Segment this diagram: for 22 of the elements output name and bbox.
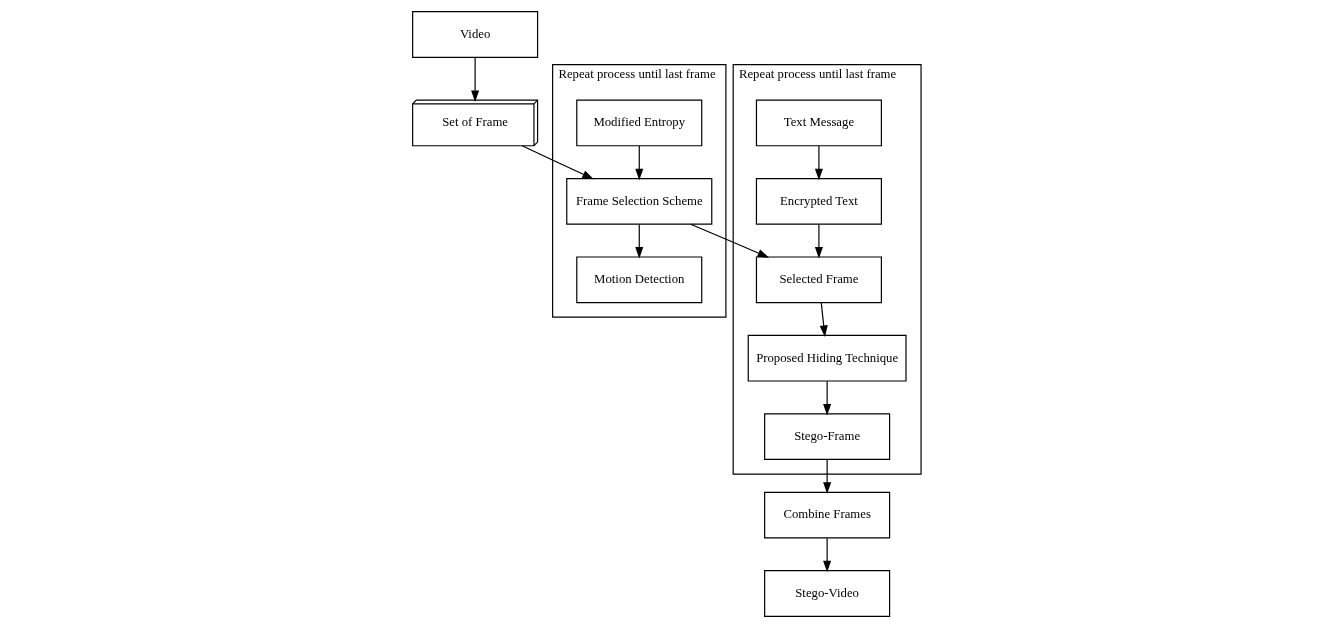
- node-box: Proposed Hiding Technique: [747, 334, 907, 382]
- node-box: Stego-Video: [763, 570, 890, 617]
- node-box: Text Message: [755, 99, 882, 147]
- node-box: Video: [411, 11, 538, 58]
- arrow: [634, 145, 643, 181]
- arrow: [822, 459, 831, 494]
- arrow: [470, 57, 479, 102]
- node-box: Selected Frame: [755, 256, 882, 304]
- node-box: Modified Entropy: [575, 99, 702, 147]
- arrow: [822, 380, 831, 416]
- node-box: Combine Frames: [763, 491, 890, 539]
- arrow: [814, 145, 823, 181]
- arrow: [521, 145, 594, 180]
- node-box: Frame Selection Scheme: [565, 178, 712, 225]
- arrow: [819, 302, 828, 337]
- arrow: [822, 537, 831, 573]
- arrow: [814, 223, 823, 259]
- arrow: [689, 223, 769, 258]
- arrow: [634, 223, 643, 259]
- node-box: Motion Detection: [575, 256, 702, 304]
- node-box: Encrypted Text: [755, 178, 882, 225]
- node-box: Stego-Frame: [763, 413, 890, 461]
